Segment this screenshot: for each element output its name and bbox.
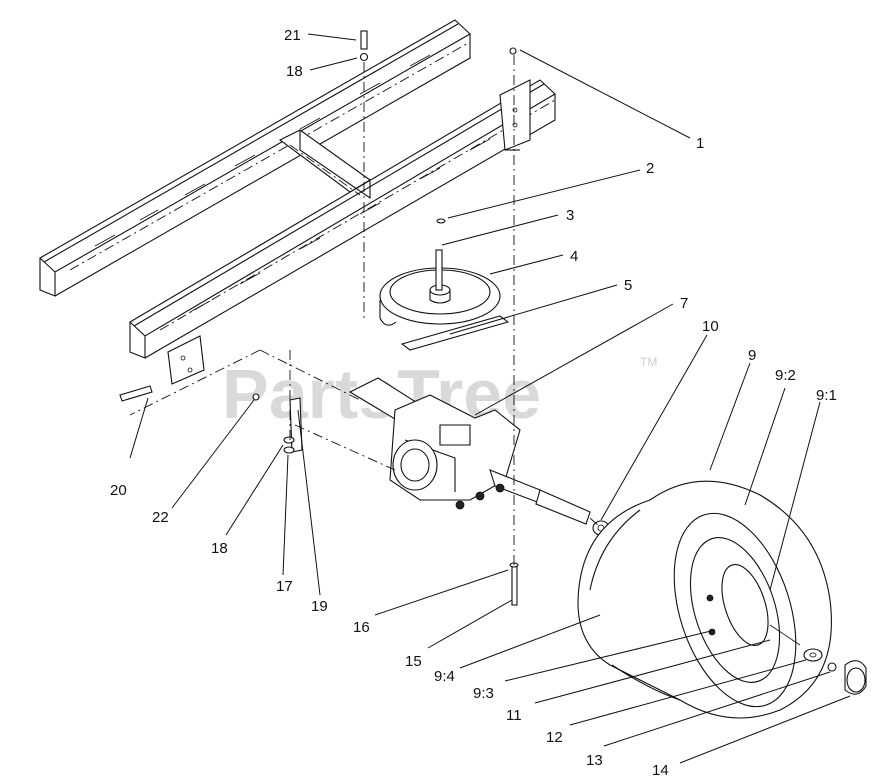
callout-11: 11	[506, 707, 522, 724]
rear-bracket	[499, 79, 531, 151]
callout-18-bottom: 18	[211, 540, 228, 557]
callout-22: 22	[152, 509, 169, 526]
frame-rail-upper	[39, 19, 471, 297]
mounting-plate	[167, 335, 205, 385]
watermark-trademark: TM	[640, 355, 657, 369]
callout-19: 19	[311, 598, 328, 615]
leader-lines	[129, 33, 851, 764]
wheel-tire	[577, 480, 832, 719]
callout-2: 2	[646, 160, 654, 177]
callout-9: 9	[748, 347, 756, 364]
callout-16: 16	[353, 619, 370, 636]
small-parts	[119, 30, 610, 606]
callout-17: 17	[276, 578, 293, 595]
callout-18-top: 18	[286, 63, 303, 80]
wheel-hardware	[769, 624, 867, 695]
callout-9-3: 9:3	[473, 685, 494, 702]
callout-9-4: 9:4	[434, 668, 455, 685]
callout-12: 12	[546, 729, 563, 746]
callout-3: 3	[566, 207, 574, 224]
callout-1: 1	[696, 135, 704, 152]
callout-9-1: 9:1	[816, 387, 837, 404]
transaxle	[348, 377, 591, 525]
callout-4: 4	[570, 248, 578, 265]
callout-14: 14	[652, 762, 669, 779]
callout-15: 15	[405, 653, 422, 670]
frame-crossmember	[278, 129, 372, 200]
callout-5: 5	[624, 277, 632, 294]
callout-10: 10	[702, 318, 719, 335]
frame-rail-lower	[129, 79, 556, 359]
callout-labels: 1 2 3 4 5 7 10 9 9:2 9:1 21 18 20 22 18 …	[110, 27, 837, 779]
callout-13: 13	[586, 752, 603, 769]
callout-9-2: 9:2	[775, 367, 796, 384]
callout-20: 20	[110, 482, 127, 499]
callout-21: 21	[284, 27, 301, 44]
callout-7: 7	[680, 295, 688, 312]
assembly-centerlines	[129, 55, 601, 565]
